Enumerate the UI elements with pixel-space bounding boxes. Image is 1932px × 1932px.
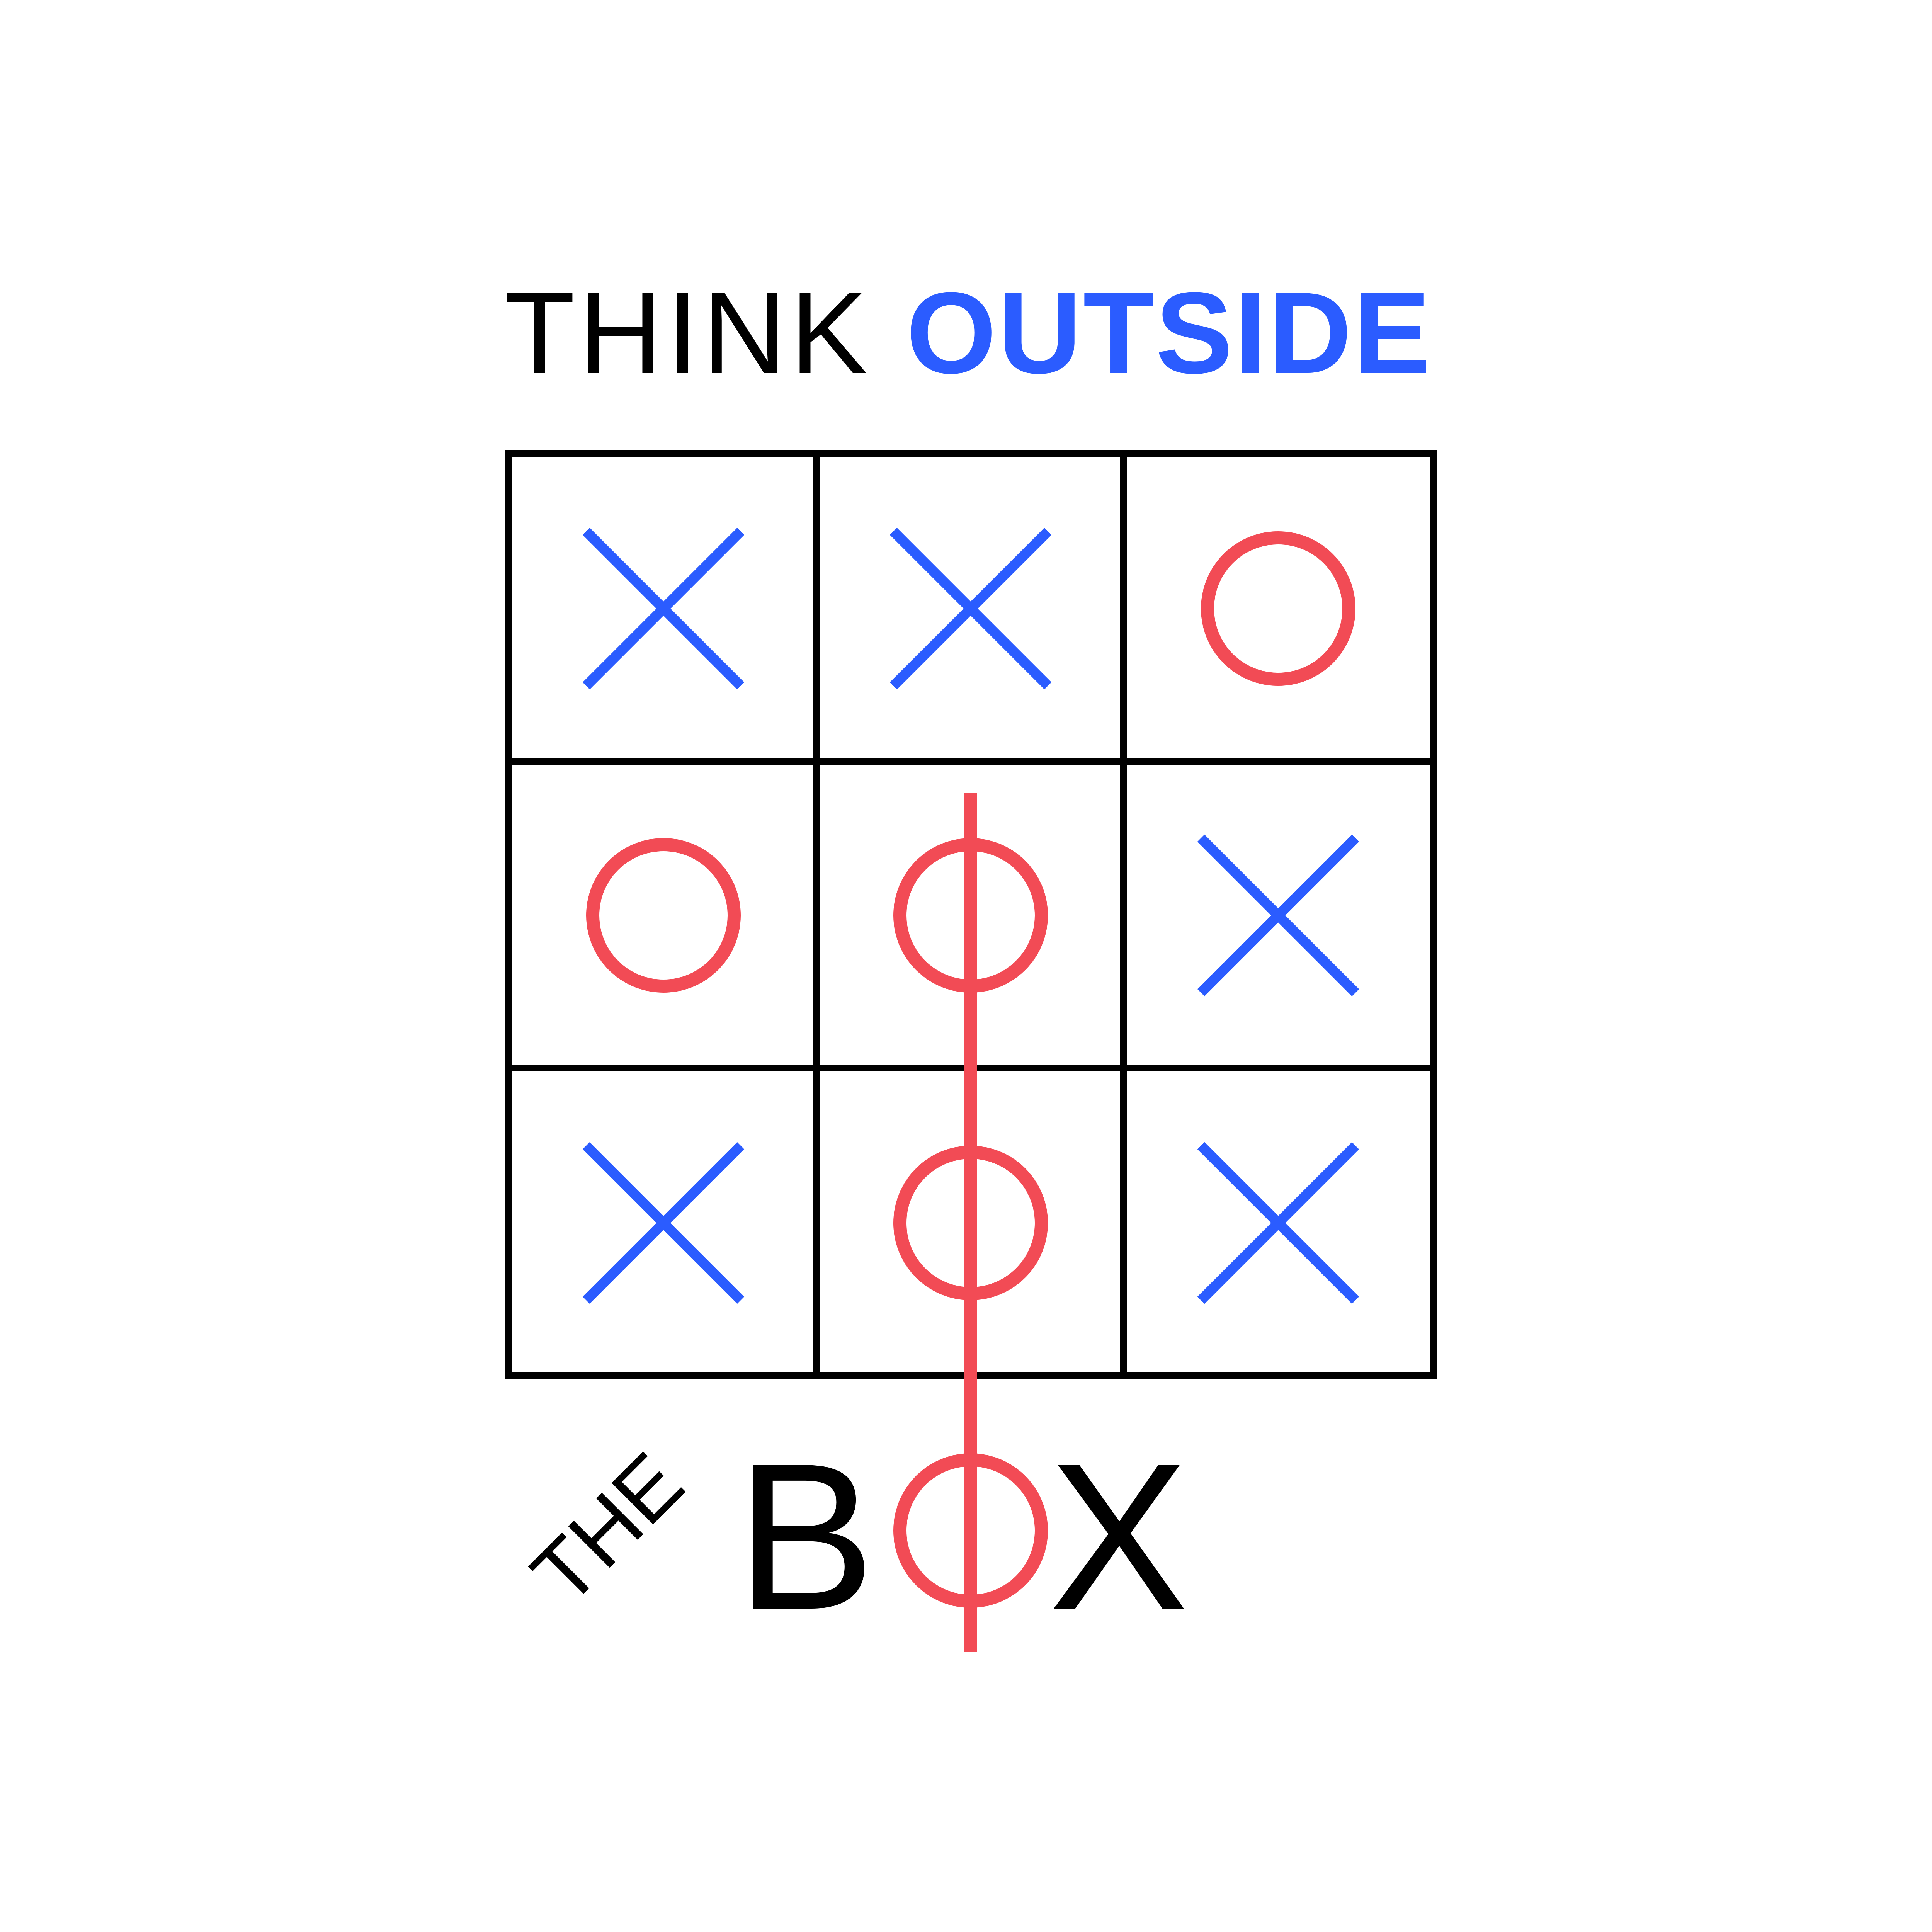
footer-box-x: X	[1049, 1420, 1188, 1653]
x-mark-r3c3	[1197, 1142, 1359, 1304]
footer-box-b: B	[736, 1420, 875, 1653]
o-mark-r1c3	[1201, 531, 1355, 686]
x-stroke	[582, 1142, 745, 1304]
board-grid	[509, 454, 1434, 1376]
x-stroke	[1197, 834, 1359, 997]
title-outside: OUTSIDE	[906, 268, 1432, 398]
x-stroke	[582, 527, 745, 690]
x-mark-r1c1	[582, 527, 745, 690]
title-think: THINK	[504, 268, 871, 398]
x-mark-r2c3	[1197, 834, 1359, 997]
x-stroke	[1197, 1142, 1359, 1304]
x-mark-r3c1	[582, 1142, 745, 1304]
x-stroke	[889, 527, 1052, 690]
x-mark-r1c2	[889, 527, 1052, 690]
footer-the: THE	[514, 1435, 701, 1622]
o-mark-r2c1	[586, 838, 741, 993]
